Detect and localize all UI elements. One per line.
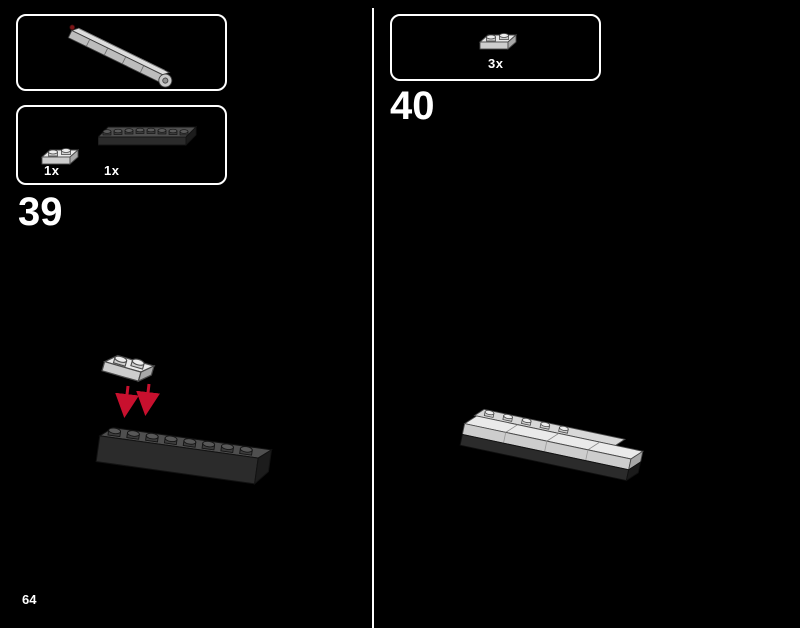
floating-plate-1x2 [102,351,154,385]
assembled-mast-piece-icon [67,24,173,88]
base-plate-1x8 [95,426,273,486]
part-count-plate-1x2: 1x [44,163,60,178]
part-count-plate-1x8: 1x [104,163,120,178]
placement-arrow-left [115,385,139,418]
part-count-tile-1x2: 3x [488,56,504,71]
step-40-number: 40 [390,84,435,128]
column-divider [372,8,374,628]
plate-1x8-drawing [98,125,198,147]
page-number: 64 [22,592,37,607]
mast-subassembly-drawing [67,24,173,88]
plate-1x8-icon [98,125,198,147]
step-40-assembly-image [458,392,668,507]
step-40-parts-box: 3x [390,14,601,81]
assembled-plate-with-tiles [459,408,644,482]
subassembly-preview-box [16,14,227,91]
step-40-result-svg [459,408,644,482]
step-39-assembly-diagram [92,342,282,510]
step-39-number: 39 [18,190,63,234]
step-39-diagram-svg [95,342,273,486]
step-39-parts-box: 1x 1x [16,105,227,185]
tile-1x2-icon [478,30,518,52]
placement-arrow-right [136,383,160,416]
